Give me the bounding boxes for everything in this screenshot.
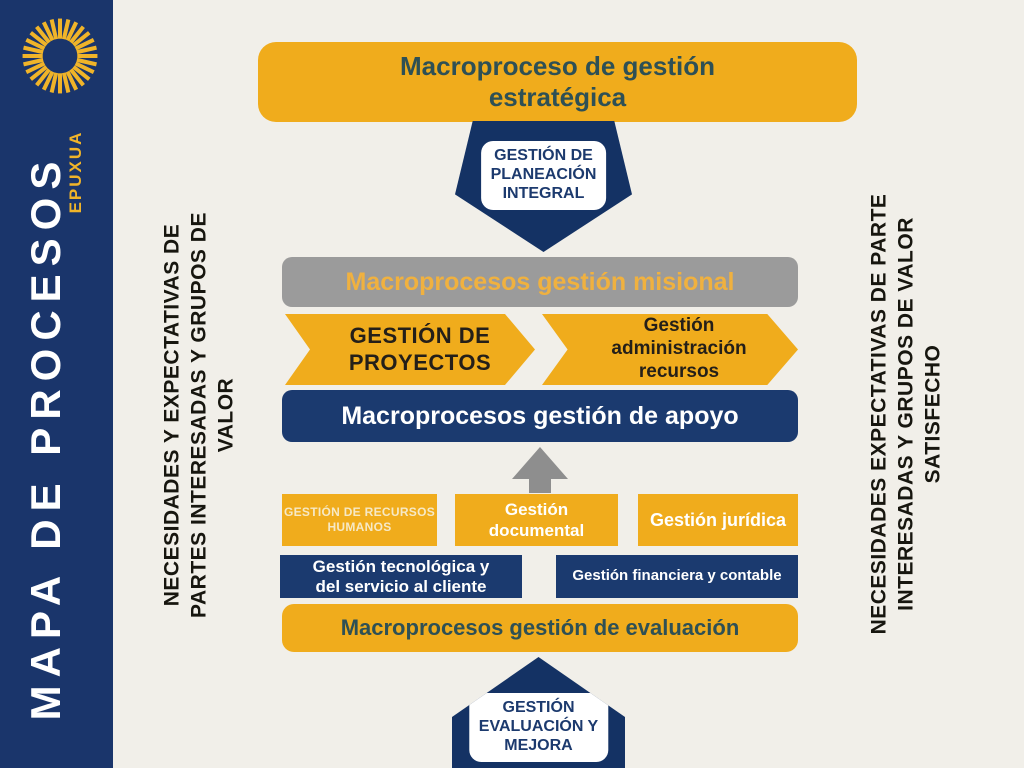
finance-box-text: Gestión financiera y contable xyxy=(572,567,782,585)
resources-arrow-line1: Gestión xyxy=(643,315,715,337)
up-arrow-icon xyxy=(512,447,568,479)
left-needs-label: NECESIDADES Y EXPECTATIVAS DE PARTES INT… xyxy=(159,212,240,618)
sidebar-brand: EPUXUA xyxy=(66,130,85,214)
planning-pentagon: GESTIÓN DE PLANEACIÓN INTEGRAL xyxy=(455,121,632,252)
misional-macroprocess-text: Macroprocesos gestión misional xyxy=(345,267,735,296)
evaluation-macroprocess-text: Macroprocesos gestión de evaluación xyxy=(340,615,740,640)
hr-box-line2: HUMANOS xyxy=(327,520,392,534)
document-box: Gestión documental xyxy=(455,494,618,546)
document-box-line1: Gestión xyxy=(504,499,569,519)
strategic-macroprocess-banner: Macroproceso de gestión estratégica xyxy=(258,42,857,122)
planning-label-line1: GESTIÓN DE xyxy=(494,147,593,164)
strategic-macroprocess-text: Macroproceso de gestión estratégica xyxy=(400,50,715,112)
legal-box-text: Gestión jurídica xyxy=(649,509,787,530)
sunburst-icon xyxy=(22,18,98,94)
right-needs-label-line2: INTERESADAS Y GRUPOS DE VALOR xyxy=(894,217,918,611)
evaluation-pentagon: GESTIÓN EVALUACIÓN Y MEJORA xyxy=(452,657,625,768)
finance-box: Gestión financiera y contable xyxy=(556,555,798,598)
right-needs-label: NECESIDADES EXPECTATIVAS DE PARTE INTERE… xyxy=(866,194,947,635)
sidebar: MAPA DE PROCESOS EPUXUA xyxy=(0,0,113,768)
legal-box: Gestión jurídica xyxy=(638,494,798,546)
evaluation-label-line3: MEJORA xyxy=(504,736,573,754)
left-needs-label-line2: PARTES INTERESADAS Y GRUPOS DE xyxy=(187,212,211,618)
projects-arrow-line2: PROYECTOS xyxy=(348,349,492,375)
document-box-line2: documental xyxy=(488,521,585,540)
tech-box-line1: Gestión tecnológica y xyxy=(312,556,490,576)
resources-arrow: Gestión administración recursos xyxy=(542,314,798,385)
up-arrow-icon-stem xyxy=(529,477,551,493)
support-macroprocess-text: Macroprocesos gestión de apoyo xyxy=(341,401,739,430)
left-needs-label-line1: NECESIDADES Y EXPECTATIVAS DE xyxy=(160,223,184,607)
resources-arrow-line3: recursos xyxy=(638,360,720,382)
evaluation-macroprocess-banner: Macroprocesos gestión de evaluación xyxy=(282,604,798,652)
tech-box: Gestión tecnológica y del servicio al cl… xyxy=(280,555,522,598)
projects-arrow-line1: GESTIÓN DE xyxy=(349,323,491,349)
planning-label-line2: PLANEACIÓN xyxy=(490,165,597,183)
evaluation-label-line1: GESTIÓN xyxy=(502,699,575,716)
hr-box: GESTIÓN DE RECURSOS HUMANOS xyxy=(282,494,437,546)
right-needs-label-line1: NECESIDADES EXPECTATIVAS DE PARTE xyxy=(867,193,891,635)
resources-arrow-line2: administración xyxy=(611,338,747,360)
tech-box-line2: del servicio al cliente xyxy=(315,576,487,596)
evaluation-pentagon-label: GESTIÓN EVALUACIÓN Y MEJORA xyxy=(468,693,609,762)
hr-box-line1: GESTIÓN DE RECURSOS xyxy=(283,505,436,519)
misional-macroprocess-banner: Macroprocesos gestión misional xyxy=(282,257,798,307)
planning-label-line3: INTEGRAL xyxy=(502,184,585,202)
planning-pentagon-label: GESTIÓN DE PLANEACIÓN INTEGRAL xyxy=(480,141,607,210)
projects-arrow: GESTIÓN DE PROYECTOS xyxy=(285,314,535,385)
sidebar-title: MAPA DE PROCESOS xyxy=(22,153,69,721)
support-macroprocess-banner: Macroprocesos gestión de apoyo xyxy=(282,390,798,442)
evaluation-label-line2: EVALUACIÓN Y xyxy=(478,717,599,735)
left-needs-label-line3: VALOR xyxy=(214,377,238,453)
right-needs-label-line3: SATISFECHO xyxy=(921,344,945,484)
